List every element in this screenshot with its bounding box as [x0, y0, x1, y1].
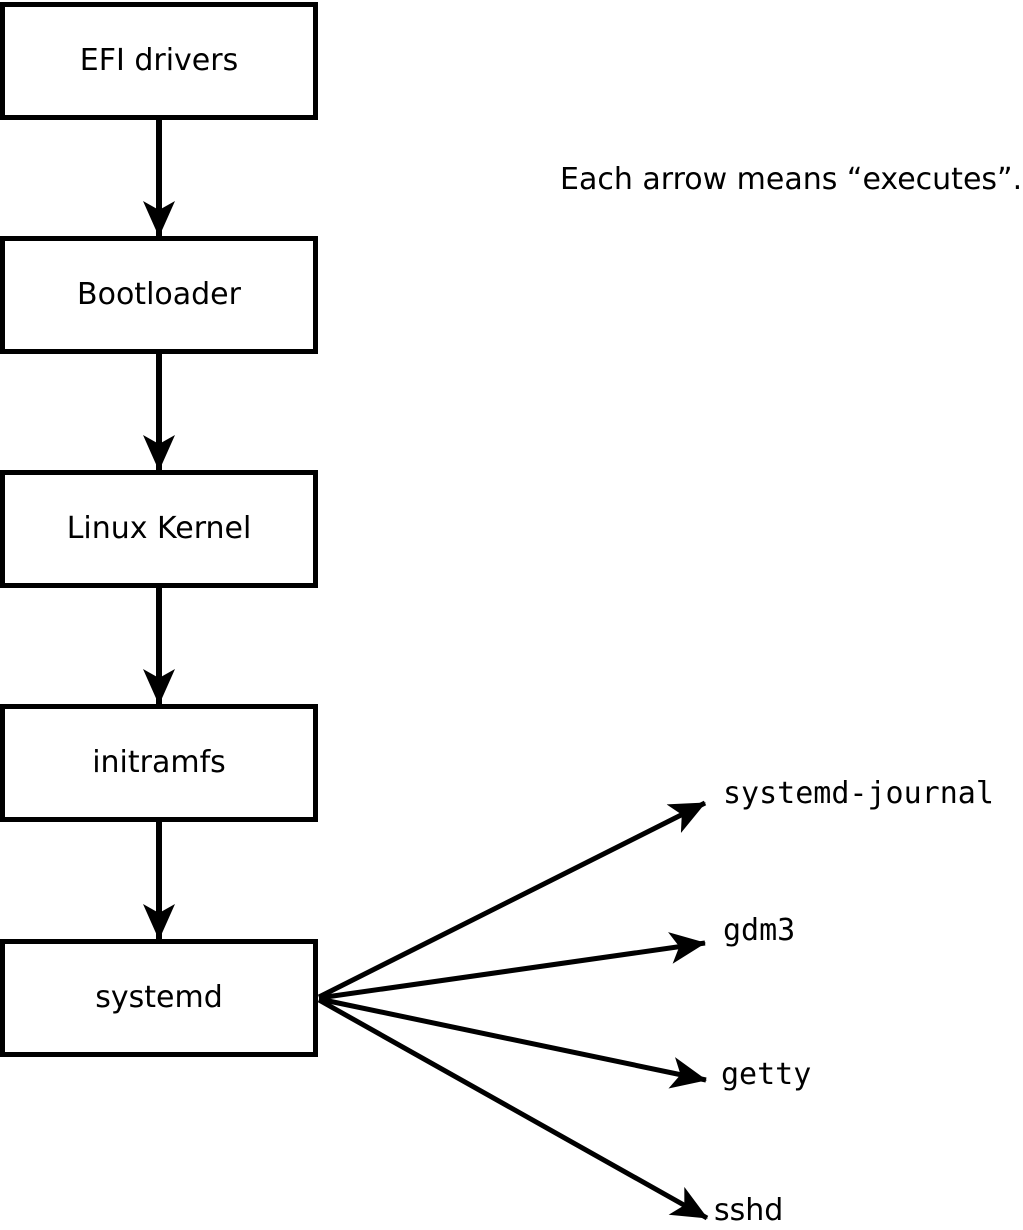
legend-note: Each arrow means “executes”. [560, 162, 1023, 197]
arrow-systemd-to-sshd [317, 997, 709, 1221]
node-label: systemd [95, 980, 223, 1015]
node-label: EFI drivers [79, 43, 239, 78]
node-systemd: systemd [0, 939, 318, 1057]
node-efi-drivers: EFI drivers [0, 2, 318, 120]
node-label: Linux Kernel [66, 511, 252, 546]
label-sshd: sshd [714, 1193, 784, 1228]
node-initramfs: initramfs [0, 704, 318, 822]
node-linux-kernel: Linux Kernel [0, 470, 318, 588]
node-bootloader: Bootloader [0, 236, 318, 354]
label-getty: getty [721, 1057, 812, 1092]
node-label: initramfs [92, 745, 226, 780]
arrow-systemd-to-gdm3 [318, 932, 706, 1001]
label-systemd-journal: systemd-journal [723, 776, 994, 811]
label-gdm3: gdm3 [723, 913, 796, 948]
node-label: Bootloader [77, 277, 241, 312]
arrow-systemd-to-journal [317, 800, 707, 1000]
arrow-systemd-to-getty [318, 996, 707, 1089]
